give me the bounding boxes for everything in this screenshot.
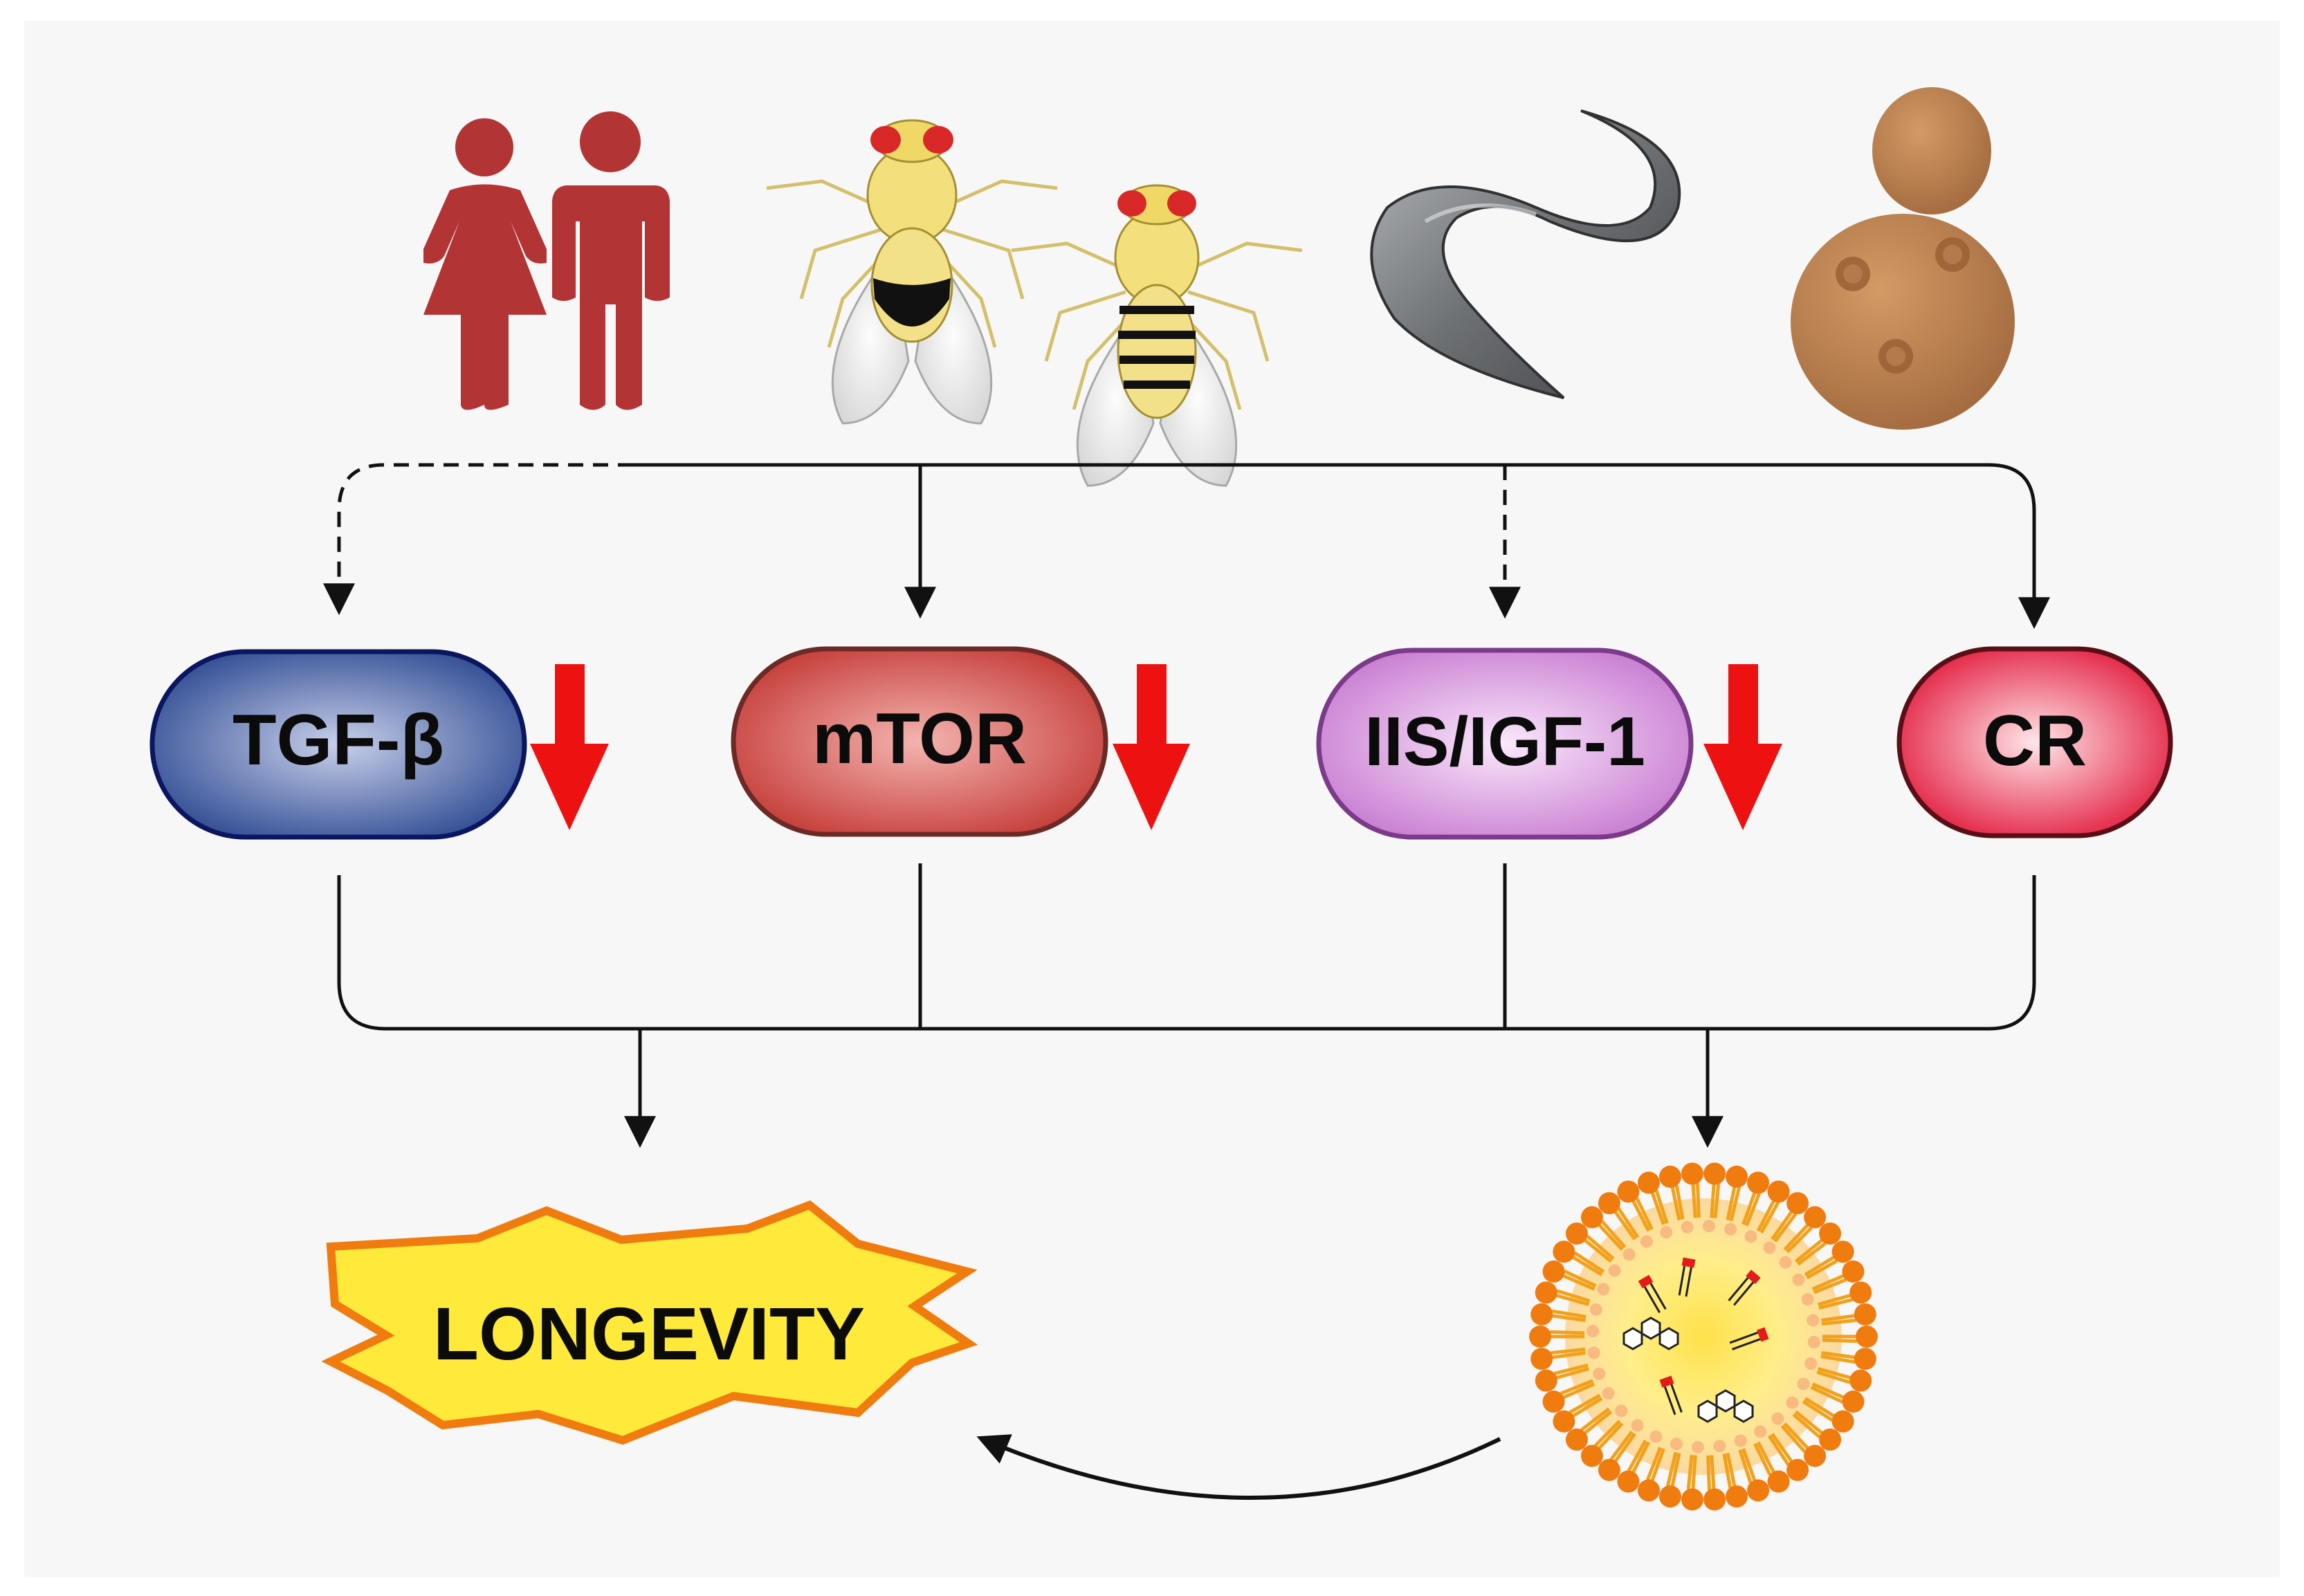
cr-label: CR	[1983, 701, 2087, 781]
fruit-flies-icon	[766, 119, 1303, 487]
liposome-icon	[1529, 1162, 1878, 1511]
dashed-bracket-left	[323, 463, 633, 616]
node-mtor: mTOR	[731, 646, 1108, 837]
tgf-beta-label: TGF-β	[232, 700, 444, 780]
longevity-burst: LONGEVITY	[321, 1200, 978, 1445]
yeast-icon	[1791, 87, 2015, 430]
longevity-label: LONGEVITY	[433, 1292, 865, 1375]
mtor-down-arrow	[1113, 664, 1190, 830]
top-connectors	[323, 463, 2050, 630]
node-cr: CR	[1896, 646, 2173, 838]
humans-icon	[423, 111, 670, 410]
main-bracket-line	[633, 463, 2050, 630]
worm-icon	[1370, 109, 1681, 399]
iis-down-arrow	[1703, 664, 1782, 830]
node-iis-igf1: IIS/IGF-1	[1316, 648, 1694, 840]
merge-bracket	[337, 875, 2036, 1031]
vesicle-to-longevity-arrow	[976, 1434, 1501, 1500]
iis-igf1-label: IIS/IGF-1	[1364, 703, 1645, 780]
tgf-down-arrow	[530, 664, 609, 830]
node-tgf-beta: TGF-β	[149, 649, 527, 840]
bottom-connectors	[337, 863, 2036, 1500]
down-arrows	[530, 664, 1782, 830]
mtor-label: mTOR	[812, 699, 1027, 779]
